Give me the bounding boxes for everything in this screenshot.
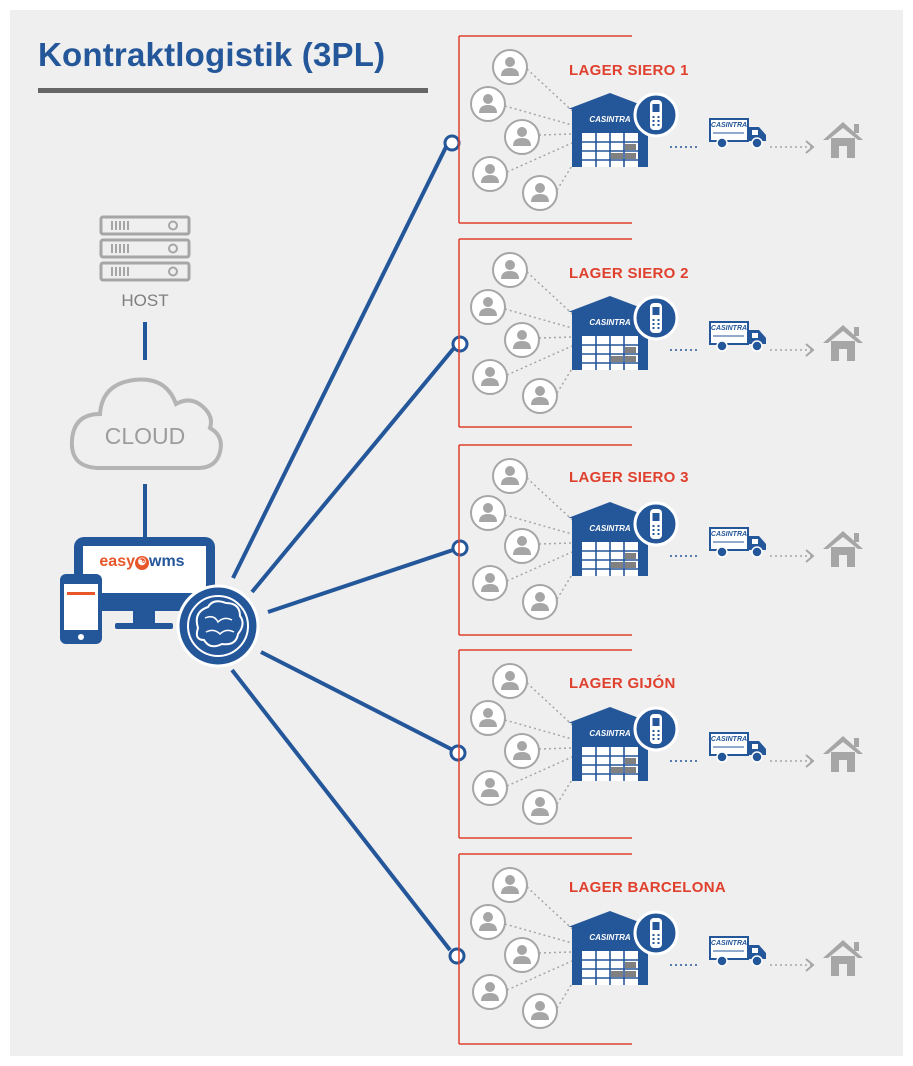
user-icon <box>472 359 508 395</box>
handheld-scanner-icon <box>633 92 679 138</box>
warehouse-section: CASINTRA CASINTRA <box>458 35 863 224</box>
user-icon <box>522 993 558 1029</box>
host-label: HOST <box>121 291 169 310</box>
title-underline <box>38 88 428 93</box>
handheld-scanner-icon <box>633 501 679 547</box>
section-border <box>458 238 632 428</box>
house-icon <box>823 325 863 361</box>
cloud-icon <box>69 377 223 470</box>
warehouse-sign: CASINTRA <box>589 933 631 942</box>
section-border <box>458 649 632 839</box>
cloud-label: CLOUD <box>104 423 186 449</box>
warehouse-section: CASINTRA CASINTRA <box>458 649 863 839</box>
warehouse-sign: CASINTRA <box>589 729 631 738</box>
diagram-title: Kontraktlogistik (3PL) <box>38 36 386 73</box>
warehouse-sign: CASINTRA <box>589 318 631 327</box>
server-icon <box>99 215 191 282</box>
brain-icon <box>176 584 260 668</box>
user-connector-lines <box>504 477 581 600</box>
diagram-panel <box>10 10 903 1056</box>
user-connector-lines <box>504 682 581 805</box>
warehouse-label: LAGER BARCELONA <box>569 879 726 896</box>
user-connector-lines <box>504 271 581 394</box>
house-icon <box>823 122 863 158</box>
house-icon <box>823 940 863 976</box>
warehouse-section: CASINTRA CASINTRA <box>458 853 863 1045</box>
truck-sign: CASINTRA <box>711 122 747 129</box>
brand-wms: wms <box>149 553 185 570</box>
connection-nodes <box>443 134 469 965</box>
user-icon <box>470 86 506 122</box>
user-icon <box>472 565 508 601</box>
user-icon <box>472 770 508 806</box>
handheld-scanner-icon <box>633 706 679 752</box>
warehouse-label: LAGER SIERO 1 <box>569 62 689 79</box>
user-icon <box>522 789 558 825</box>
easywms-logo: easy☯wms <box>82 553 202 571</box>
truck-sign: CASINTRA <box>711 531 747 538</box>
brand-easy: easy <box>99 553 135 570</box>
user-connector-lines <box>504 68 581 191</box>
hub-connection-lines <box>230 146 456 952</box>
user-icon <box>492 252 528 288</box>
warehouse-sign: CASINTRA <box>589 115 631 124</box>
user-icon <box>472 156 508 192</box>
user-icon <box>492 49 528 85</box>
house-icon <box>823 531 863 567</box>
warehouse-section: CASINTRA CASINTRA <box>458 238 863 428</box>
warehouse-sign: CASINTRA <box>589 524 631 533</box>
truck-sign: CASINTRA <box>711 325 747 332</box>
user-icon <box>522 378 558 414</box>
truck-sign: CASINTRA <box>711 736 747 743</box>
user-icon <box>470 700 506 736</box>
truck-sign: CASINTRA <box>711 940 747 947</box>
user-icon <box>504 528 540 564</box>
user-icon <box>470 495 506 531</box>
house-icon <box>823 736 863 772</box>
monitor-icon <box>74 537 215 629</box>
user-icon <box>504 937 540 973</box>
user-icon <box>492 663 528 699</box>
warehouse-label: LAGER GIJÓN <box>569 675 676 692</box>
warehouse-label: LAGER SIERO 3 <box>569 469 689 486</box>
user-icon <box>504 733 540 769</box>
user-icon <box>492 867 528 903</box>
user-icon <box>470 289 506 325</box>
user-icon <box>504 119 540 155</box>
section-border <box>458 444 632 636</box>
smartphone-icon <box>60 574 102 644</box>
section-border <box>458 35 632 224</box>
user-icon <box>522 584 558 620</box>
handheld-scanner-icon <box>633 295 679 341</box>
handheld-scanner-icon <box>633 910 679 956</box>
user-connector-lines <box>504 886 581 1009</box>
section-border <box>458 853 632 1045</box>
user-icon <box>504 322 540 358</box>
user-icon <box>492 458 528 494</box>
warehouse-section: CASINTRA CASINTRA <box>458 444 863 636</box>
user-icon <box>472 974 508 1010</box>
warehouse-label: LAGER SIERO 2 <box>569 265 689 282</box>
brand-mark-icon: ☯ <box>135 556 149 570</box>
user-icon <box>470 904 506 940</box>
user-icon <box>522 175 558 211</box>
